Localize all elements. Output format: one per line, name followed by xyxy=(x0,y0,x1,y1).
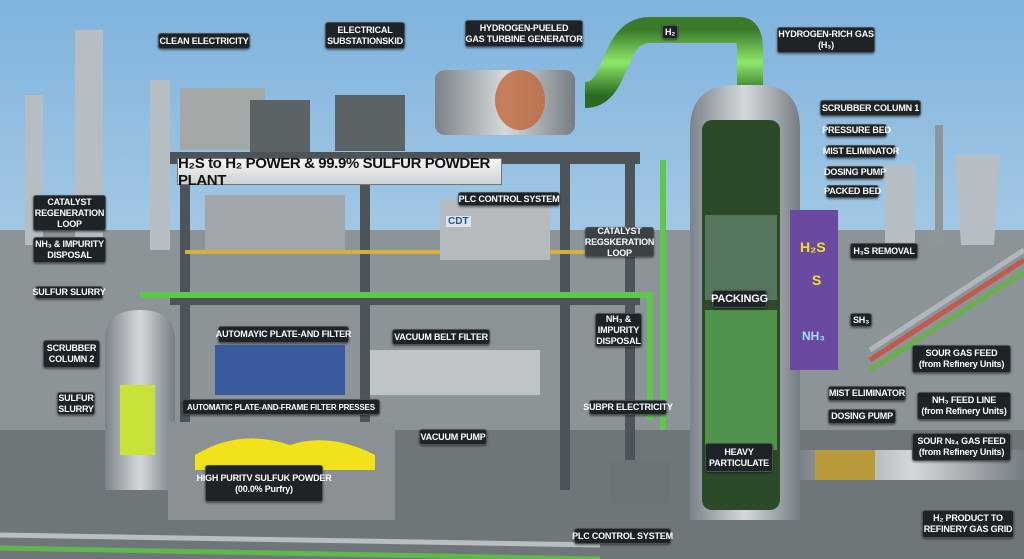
label-clean-electricity: CLEAN ELECTRICITY xyxy=(158,33,250,49)
transformer-2 xyxy=(335,95,405,151)
label-line: H₂ PRODUCT TO xyxy=(933,513,1003,523)
label-line: REFINERY GAS GRID xyxy=(923,524,1013,534)
label-line: DISPOSAL xyxy=(47,250,92,260)
label-line: SULFUR xyxy=(58,392,94,403)
label-h2-badge: H₂ xyxy=(662,25,678,39)
label-line: SUBSTATIONSKID xyxy=(327,35,403,46)
label-line: PARTICULATE xyxy=(709,457,769,468)
label-pressure-bed: PRESSURE BED xyxy=(822,124,891,137)
label-sour-gas-feed-2: SOUR №₄ GAS FEED(from Refinery Units) xyxy=(912,433,1011,461)
label-line: NH₃ & xyxy=(605,313,632,324)
label-scrubber-column-1: SCRUBBER COLUMN 1 xyxy=(820,100,921,116)
plate-filter-press xyxy=(215,345,345,395)
label-line: NH₃ & IMPURITY xyxy=(35,239,104,249)
label-line: (H₃) xyxy=(818,40,834,50)
label-vacuum-belt-filter: VACUUM BELT FILTER xyxy=(392,329,490,345)
label-plc-control-top: PLC CONTROL SYSTEM xyxy=(458,192,560,206)
label-hydrogen-rich-gas: HYDROGEN-RICH GAS(H₃) xyxy=(777,27,875,53)
label-line: REGENERATION xyxy=(34,207,105,218)
label-sh3: SH₃ xyxy=(850,313,872,327)
label-line: HEAVY xyxy=(724,446,754,457)
label-plc-control-bottom: PLC CONTROL SYSTEM xyxy=(572,528,673,544)
label-nh3-feed-line: NH₃ FEED LINE(from Refinery Units) xyxy=(917,392,1011,420)
label-line: NH₃ FEED LINE xyxy=(931,395,997,405)
ground-pipes xyxy=(0,532,601,559)
label-line: GAS TURBINE GENERATOR xyxy=(465,33,583,44)
label-line: (from Refinery Units) xyxy=(918,447,1005,457)
label-sulfur-powder: HIGH PURITV SULFUK POWDER(00.0% Purfry) xyxy=(197,465,332,502)
green-process-pipe xyxy=(140,292,653,420)
label-line: DISPOSAL xyxy=(596,335,641,346)
label-line: SLURRY xyxy=(58,403,94,414)
label-line: SOUR GAS FEED xyxy=(925,348,998,358)
label-line: ELECTRICAL xyxy=(337,24,393,35)
label-line: LOOP xyxy=(607,247,632,258)
tower-text-s: S xyxy=(812,272,821,288)
label-line: IMPURITY xyxy=(597,324,640,335)
label-line: REGSKERATION xyxy=(584,236,655,247)
label-line: COLUMN 2 xyxy=(48,354,95,364)
tower-text-h2s: H₂S xyxy=(800,239,826,255)
label-line: CATALYST xyxy=(597,225,642,236)
label-line: HYDROGEN-RICH GAS xyxy=(778,29,874,39)
h2s-removal-tower xyxy=(790,210,838,370)
label-h2s-removal: H₃S REMOVAL xyxy=(850,243,918,259)
label-dosing-pump-bottom: DOSING PUMP xyxy=(828,409,896,424)
label-sulfur-slurry-top: SULFUR SLURRY xyxy=(32,286,106,299)
label-line: SOUR №₄ GAS FEED xyxy=(917,436,1006,446)
label-dosing-pump-top: DOSING PUMP xyxy=(824,166,886,179)
walkway-railing xyxy=(185,250,635,254)
hydrogen-pipe xyxy=(582,17,763,108)
vacuum-belt-filter xyxy=(370,350,540,395)
label-line: CATALYST xyxy=(47,196,92,207)
label-sulpr-electricity: SUBPR ELECTRICITY xyxy=(583,400,673,415)
label-filter-presses: AUTOMATIC PLATE-AND-FRAME FILTER PRESSES xyxy=(182,399,380,415)
plant-title: H₂S to H₂ POWER & 99.9% SULFUR POWDER PL… xyxy=(177,155,502,189)
sulfur-powder-pile xyxy=(195,438,375,470)
label-packing: PACKINGG xyxy=(711,290,768,308)
pump-motor xyxy=(610,460,670,505)
label-line: (00.0% Purfry) xyxy=(235,483,293,494)
plc-cabinet xyxy=(440,200,550,260)
label-packed-bed: PACKED BED xyxy=(824,185,881,198)
tower-text-nh3: NH₃ xyxy=(802,329,825,343)
label-plate-filter: AUTOMAYIC PLATE-AND FILTER xyxy=(216,326,351,343)
plc-panel-logo: CDT xyxy=(446,216,471,227)
label-line: SCRUBBER xyxy=(46,343,97,353)
label-mist-eliminator-bottom: MIST ELIMINATOR xyxy=(828,386,906,401)
label-line: (from Refinery Units) xyxy=(921,406,1007,416)
label-vacuum-pump: VACUUM PUMP xyxy=(419,429,487,445)
label-line: HIGH PURITV SULFUK POWDER xyxy=(196,472,332,483)
label-line: (from Refinery Units) xyxy=(918,359,1005,369)
label-sour-gas-feed: SOUR GAS FEED(from Refinery Units) xyxy=(912,345,1011,373)
label-mist-eliminator-top: MIST ELIMINATOR xyxy=(822,145,900,158)
label-line: LOOP xyxy=(57,218,82,229)
pipe-rack xyxy=(868,247,1024,373)
label-line: HYDROGEN-PUELED xyxy=(479,22,569,33)
transformer-1 xyxy=(250,100,310,152)
